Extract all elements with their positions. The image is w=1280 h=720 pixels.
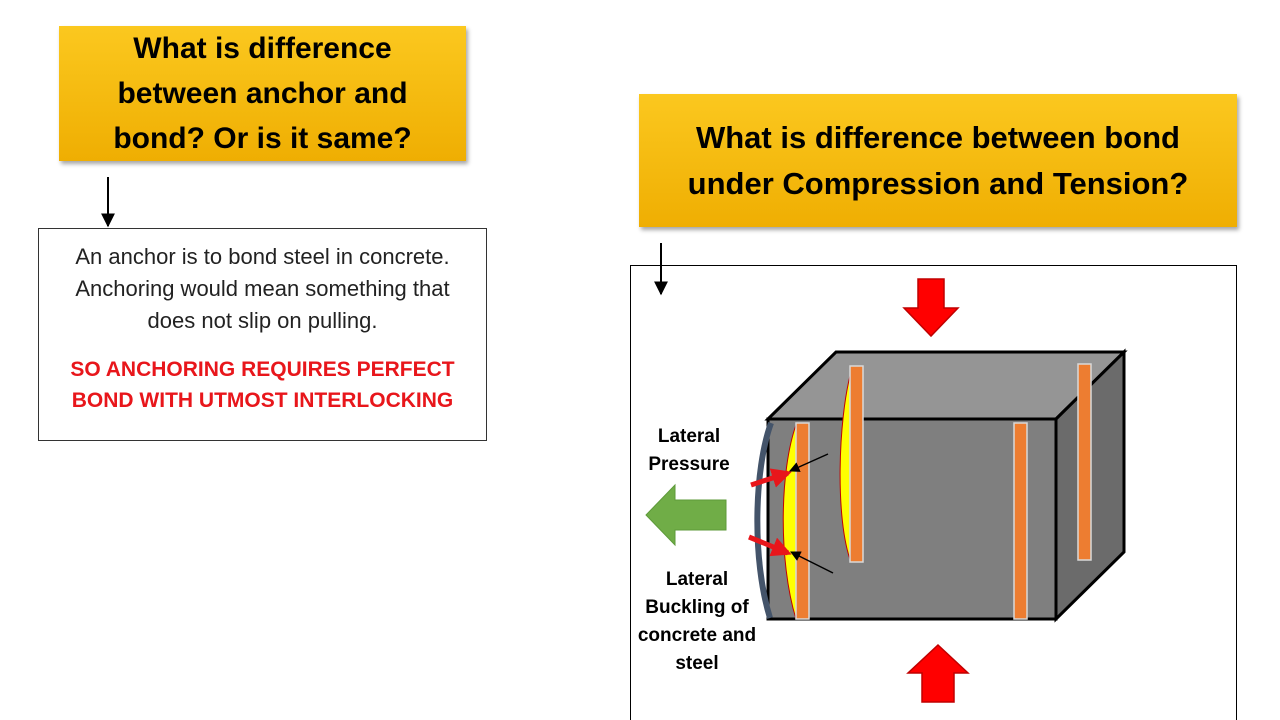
title-line-1: What is difference between bond xyxy=(695,119,1180,155)
pointer-line-upper xyxy=(789,453,829,472)
label-buckling-line-3: concrete and xyxy=(637,625,757,646)
emphasis-line-1: SO ANCHORING REQUIRES PERFECT xyxy=(70,358,455,381)
lateral-buckling-outline xyxy=(754,421,774,619)
label-buckling-line-4: steel xyxy=(675,653,719,674)
title-compression-vs-tension: What is difference between bond under Co… xyxy=(639,94,1237,227)
steel-bar-front-right xyxy=(1013,422,1028,620)
answer-line-3: does not slip on pulling. xyxy=(147,308,378,333)
emphasis-line-2: BOND WITH UTMOST INTERLOCKING xyxy=(71,389,454,412)
title-anchor-vs-bond: What is difference between anchor and bo… xyxy=(59,26,466,161)
label-buckling-line-2: Buckling of xyxy=(645,597,749,618)
label-lateral-pressure-line-2: Pressure xyxy=(648,454,730,475)
pointer-line-lower xyxy=(790,551,834,574)
steel-bar-back-right xyxy=(1077,363,1092,561)
title-anchor-vs-bond-text: What is difference between anchor and bo… xyxy=(113,32,412,155)
lateral-pressure-arrow-upper xyxy=(750,468,792,488)
steel-bar-back-left xyxy=(849,365,864,563)
lateral-direction-arrow xyxy=(645,483,727,547)
label-buckling-line-1: Lateral xyxy=(665,569,729,590)
answer-line-2: Anchoring would mean something that xyxy=(75,276,450,301)
block-front-face xyxy=(766,417,1058,621)
answer-box: An anchor is to bond steel in concrete. … xyxy=(38,228,487,441)
label-lateral-pressure: Lateral Pressure xyxy=(643,423,735,479)
lateral-pressure-arrow-lower xyxy=(748,534,792,557)
compression-arrow-bottom xyxy=(906,643,970,703)
emphasis-text: SO ANCHORING REQUIRES PERFECT BOND WITH … xyxy=(39,354,486,416)
label-lateral-pressure-line-1: Lateral xyxy=(657,426,721,447)
steel-bar-front-left xyxy=(795,422,810,620)
diagram-frame xyxy=(630,265,1237,720)
label-lateral-buckling: Lateral Buckling of concrete and steel xyxy=(630,566,764,678)
compression-arrow-top xyxy=(902,278,960,338)
title-line-2: under Compression and Tension? xyxy=(687,165,1189,201)
answer-line-1: An anchor is to bond steel in concrete. xyxy=(75,244,450,269)
